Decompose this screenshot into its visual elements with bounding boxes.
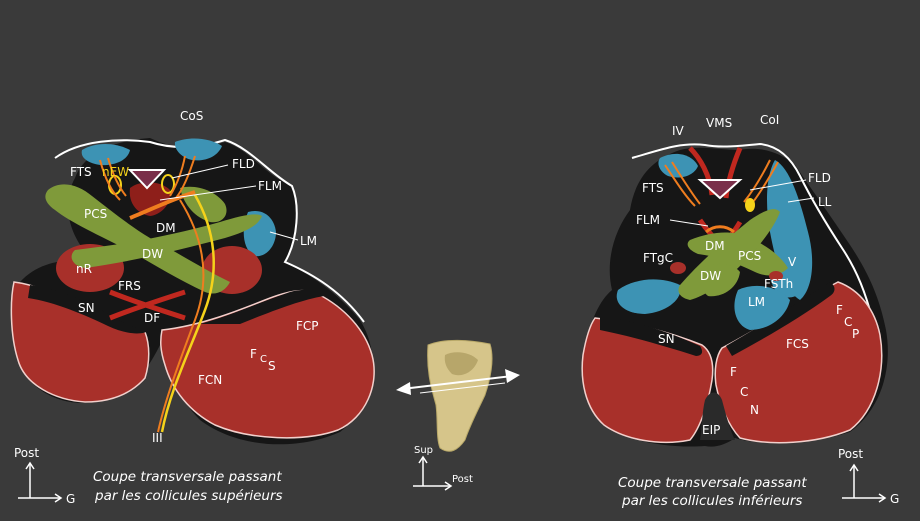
- left-label-dw: DW: [142, 247, 163, 261]
- right-label-fcp-f: F: [836, 303, 843, 317]
- specimen-axis-sup: Sup: [414, 445, 433, 456]
- left-label-fcs-f: F: [250, 347, 257, 361]
- left-pointer-lines: [159, 164, 299, 241]
- left-label-flm: FLM: [258, 179, 282, 193]
- right-label-iv: IV: [672, 124, 685, 138]
- right-label-fcp-c: C: [844, 315, 852, 329]
- right-label-fcn-c: C: [740, 385, 748, 399]
- left-dw: [71, 214, 262, 268]
- specimen-axis-indicator: [413, 455, 453, 491]
- right-fts-fibers: [664, 159, 779, 207]
- left-iii-nerve-2: [157, 199, 205, 433]
- left-fts-fibers: [99, 155, 196, 201]
- right-label-fts: FTS: [642, 181, 664, 195]
- left-label-fcp: FCP: [296, 319, 319, 333]
- right-label-sn: SN: [658, 332, 675, 346]
- left-label-cos: CoS: [180, 109, 203, 123]
- right-label-v: V: [788, 255, 797, 269]
- left-label-dm: DM: [156, 221, 176, 235]
- right-vessels: [688, 146, 743, 247]
- left-label-new: nEW: [102, 165, 129, 179]
- left-label-frs: FRS: [118, 279, 141, 293]
- right-label-flm: FLM: [636, 213, 660, 227]
- left-label-fcn: FCN: [198, 373, 222, 387]
- right-label-ftgc: FTgC: [643, 251, 673, 265]
- left-label-fld: FLD: [232, 157, 255, 171]
- left-axis-g: G: [66, 492, 75, 506]
- right-blue-lm: [734, 285, 790, 330]
- right-eip: [700, 392, 735, 440]
- right-label-pcs: PCS: [738, 249, 761, 263]
- right-label-dw: DW: [700, 269, 721, 283]
- specimen: Sup Post: [396, 339, 520, 491]
- right-pointer-lines: [669, 179, 815, 227]
- right-blue-left: [616, 279, 681, 314]
- right-axis-g: G: [890, 492, 899, 506]
- specimen-photo: [427, 339, 493, 452]
- left-iii-nerve: [160, 194, 215, 433]
- left-label-df: DF: [144, 311, 160, 325]
- left-label-nr: nR: [76, 262, 92, 276]
- left-axis-post: Post: [14, 446, 39, 460]
- specimen-axis-post: Post: [452, 474, 473, 485]
- right-label-lm: LM: [748, 295, 765, 309]
- specimen-plane-arrow: [396, 369, 520, 395]
- left-label-fcs-s: S: [268, 359, 276, 373]
- right-label-ll: LL: [818, 195, 832, 209]
- left-sn-right: [200, 289, 324, 324]
- right-aqueduct: [697, 179, 743, 200]
- right-label-fld: FLD: [808, 171, 831, 185]
- left-dm-vessels: [129, 182, 171, 216]
- left-label-pcs: PCS: [84, 207, 107, 221]
- right-label-dm: DM: [705, 239, 725, 253]
- left-label-fts: FTS: [70, 165, 92, 179]
- left-label-sn: SN: [78, 301, 95, 315]
- left-aqueduct: [127, 169, 167, 190]
- right-red-nucleus-right: [769, 271, 783, 281]
- specimen-shading: [444, 352, 478, 376]
- right-label-fsth: FSTh: [764, 277, 793, 291]
- right-label-fcs: FCS: [786, 337, 809, 351]
- left-df: [109, 289, 186, 321]
- left-label-fcs-c: C: [260, 354, 267, 365]
- left-caption-line1: Coupe transversale passant: [93, 469, 282, 485]
- right-axis-post: Post: [838, 447, 863, 461]
- left-label-iii: III: [152, 431, 163, 445]
- left-peduncle-right: [160, 289, 375, 439]
- right-label-vms: VMS: [706, 116, 732, 130]
- right-red-nucleus-left: [670, 262, 686, 274]
- left-blue-top-left: [81, 144, 130, 166]
- right-section: IV VMS CoI FTS FLD LL FLM DM PCS FTgC DW…: [581, 113, 899, 509]
- right-axis-indicator: [842, 463, 887, 503]
- left-label-lm: LM: [300, 234, 317, 248]
- right-flm-bar: [705, 225, 735, 234]
- left-section-outline: [54, 138, 365, 323]
- right-label-col: CoI: [760, 113, 779, 127]
- right-label-fcn-n: N: [750, 403, 759, 417]
- left-sn: [28, 285, 150, 334]
- right-fld-node: [745, 198, 755, 212]
- right-green-lower: [700, 263, 740, 297]
- left-caption-line2: par les collicules supérieurs: [94, 488, 283, 504]
- right-caption-line2: par les collicules inférieurs: [621, 493, 802, 509]
- right-label-eip: EIP: [702, 423, 720, 437]
- right-label-fcp-p: P: [852, 327, 859, 341]
- left-blue-top-right: [174, 138, 222, 161]
- right-sn-right: [726, 282, 835, 356]
- left-section: CoS FTS nEW FLD FLM PCS DM LM DW nR FRS …: [10, 109, 375, 506]
- right-sn: [600, 316, 703, 356]
- left-pcs: [45, 184, 230, 294]
- left-flm-bar: [129, 190, 196, 220]
- right-label-fcn-f: F: [730, 365, 737, 379]
- right-caption-line1: Coupe transversale passant: [618, 475, 807, 491]
- left-new-right: [161, 174, 175, 194]
- left-axis-indicator: [18, 461, 63, 503]
- right-section-outline: [631, 142, 873, 319]
